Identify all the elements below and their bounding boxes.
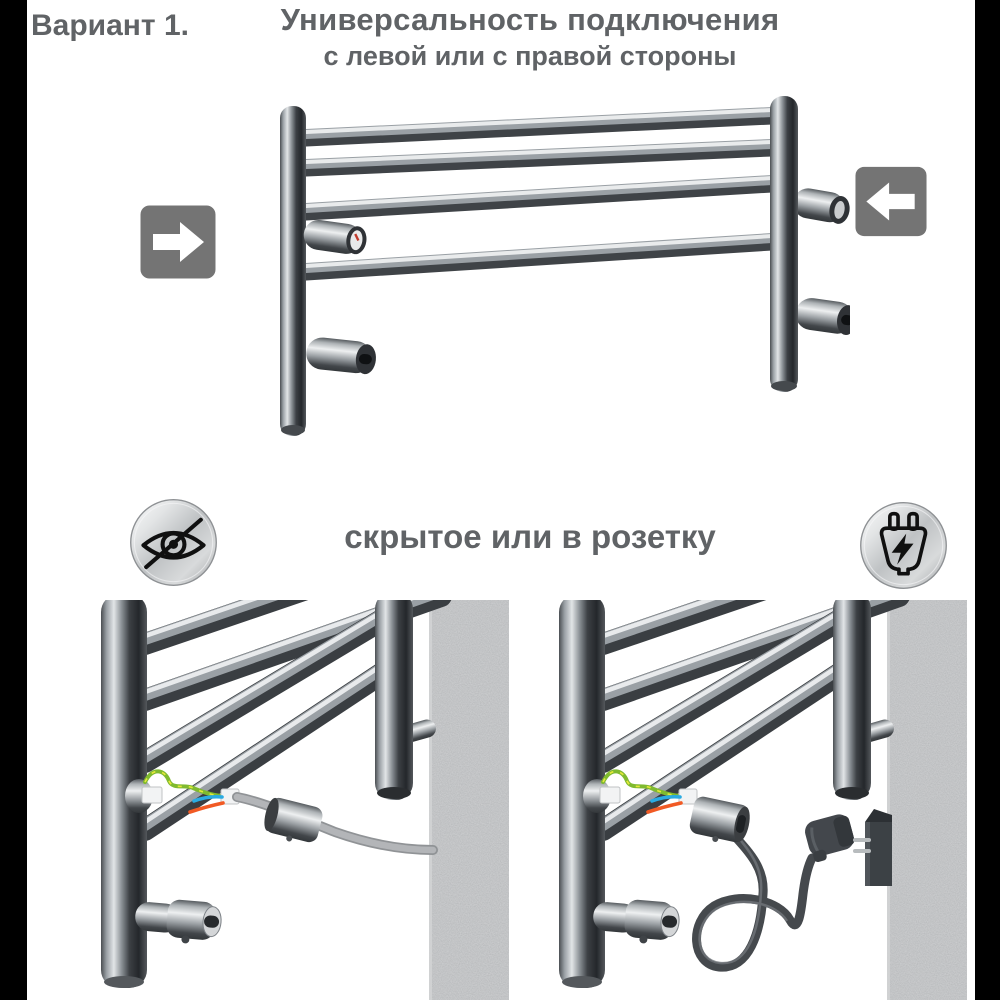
power-caption: скрытое или в розетку — [344, 518, 716, 555]
right-black-bar — [975, 0, 1000, 1000]
arrow-left-icon — [855, 165, 927, 238]
towel-rail-top-photo — [250, 90, 850, 450]
eye-crossed-icon — [128, 497, 219, 588]
variant-label: Вариант 1. — [31, 9, 189, 42]
arrow-right-icon — [140, 205, 216, 279]
left-black-bar — [0, 0, 27, 1000]
page-subtitle: с левой или с правой стороны — [323, 41, 737, 71]
plug-socket-photo — [553, 600, 970, 1000]
power-plug-icon — [858, 500, 949, 591]
concealed-wiring-photo — [95, 600, 515, 1000]
page-title: Универсальность подключения — [280, 2, 780, 37]
